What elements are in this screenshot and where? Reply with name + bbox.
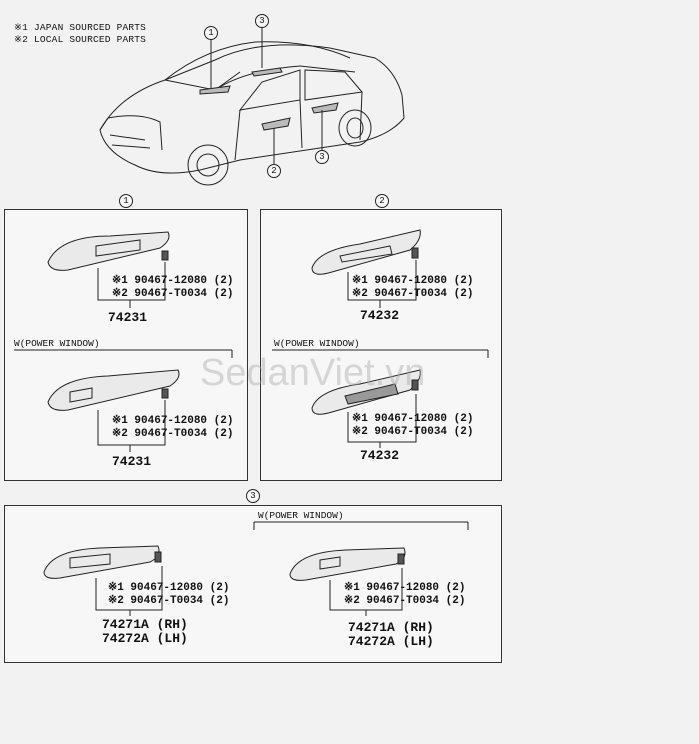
screw-part-2e: ※2 90467-T0034 (2) bbox=[108, 595, 230, 607]
callout-2-panel: 2 bbox=[375, 194, 389, 208]
callout-3b-car: 3 bbox=[315, 150, 329, 164]
power-window-label-1: W(POWER WINDOW) bbox=[14, 338, 100, 349]
watermark: SedanViet.vn bbox=[200, 352, 426, 394]
part-74272a: 74272A (LH) bbox=[102, 631, 188, 646]
part-74232-b: 74232 bbox=[360, 448, 400, 463]
callout-3-panel: 3 bbox=[246, 489, 260, 503]
screw-part-1c: ※1 90467-12080 (2) bbox=[352, 275, 474, 287]
screw-part-2d: ※2 90467-T0034 (2) bbox=[352, 426, 474, 438]
part-74272a-b: 74272A (LH) bbox=[348, 634, 434, 649]
callout-3-car: 3 bbox=[255, 14, 269, 28]
legend-local: ※2 LOCAL SOURCED PARTS bbox=[14, 34, 147, 45]
screw-part-2f: ※2 90467-T0034 (2) bbox=[344, 595, 466, 607]
callout-1-panel: 1 bbox=[119, 194, 133, 208]
screw-part-1b: ※1 90467-12080 (2) bbox=[112, 415, 234, 427]
screw-part-1e: ※1 90467-12080 (2) bbox=[108, 582, 230, 594]
callout-1-car: 1 bbox=[204, 26, 218, 40]
part-74271a: 74271A (RH) bbox=[102, 617, 188, 632]
part-74271a-b: 74271A (RH) bbox=[348, 620, 434, 635]
screw-part-2a: ※2 90467-T0034 (2) bbox=[112, 288, 234, 300]
screw-part-2c: ※2 90467-T0034 (2) bbox=[352, 288, 474, 300]
callout-2-car: 2 bbox=[267, 164, 281, 178]
screw-part-1a: ※1 90467-12080 (2) bbox=[112, 275, 234, 287]
legend-japan: ※1 JAPAN SOURCED PARTS bbox=[14, 22, 147, 33]
screw-part-1d: ※1 90467-12080 (2) bbox=[352, 413, 474, 425]
panel-3 bbox=[4, 505, 502, 663]
part-74231-a: 74231 bbox=[108, 310, 148, 325]
part-74232-a: 74232 bbox=[360, 308, 400, 323]
power-window-label-2: W(POWER WINDOW) bbox=[274, 338, 360, 349]
screw-part-2b: ※2 90467-T0034 (2) bbox=[112, 428, 234, 440]
power-window-label-3: W(POWER WINDOW) bbox=[258, 510, 344, 521]
part-74231-b: 74231 bbox=[112, 454, 152, 469]
screw-part-1f: ※1 90467-12080 (2) bbox=[344, 582, 466, 594]
